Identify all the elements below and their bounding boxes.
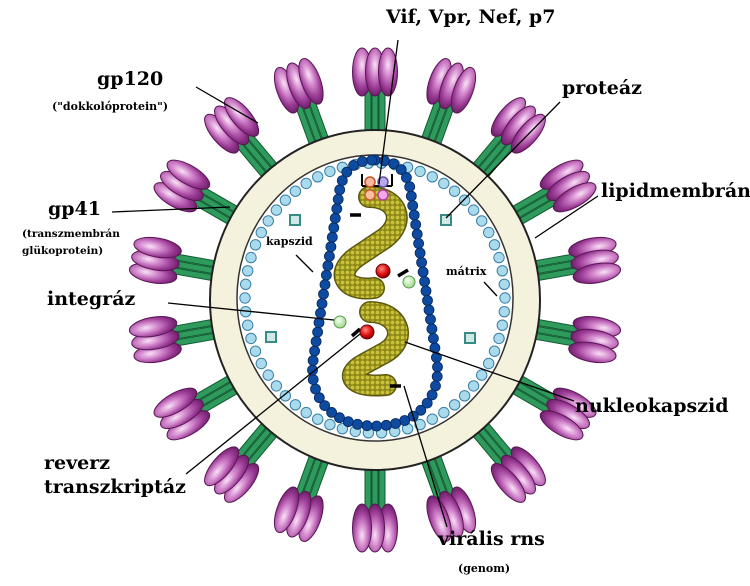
spike [204,421,279,503]
spike [273,58,330,147]
spike [128,236,217,284]
spike [153,374,240,441]
reverse-transcriptase-upper [375,263,391,279]
label-vif-vpr-nef-p7: Vif, Vpr, Nef, p7 [386,6,556,28]
label-lipidmembran: lipidmembrán [601,180,750,202]
label-gp41-note-line1: (transzmembrán [22,228,120,240]
spike [153,159,240,226]
spike [533,236,622,284]
label-gp120: gp120 [97,68,164,90]
label-kapszid: kapszid [266,235,313,248]
spike [204,97,279,179]
label-matrix: mátrix [446,265,487,278]
label-gp41-note-line2: glükoprotein) [22,245,104,257]
label-gp120-note: ("dokkolóprotein") [52,100,169,113]
protease-particles [265,214,476,344]
label-viralis-rns: virális rns [438,528,545,550]
spike [471,421,546,503]
spike [352,467,398,553]
spike [510,159,597,226]
label-transzkriptaz: transzkriptáz [44,476,186,498]
spike [471,97,546,179]
label-proteaz: proteáz [562,77,642,99]
spike [128,316,217,364]
label-integraz: integráz [47,288,136,310]
integrase-lower [333,315,347,329]
spike [533,316,622,364]
label-gp41: gp41 [48,198,102,220]
accessory-proteins-cluster [361,174,393,201]
leader-lines [111,39,599,528]
reverse-transcriptase-lower [359,324,375,340]
integrase-upper [402,275,416,289]
label-genom: (genom) [458,562,511,575]
label-nukleokapszid: nukleokapszid [575,395,729,417]
label-reverz: reverz [44,452,111,474]
spike [420,453,477,542]
spike [420,58,477,147]
capsid-cone [307,154,443,432]
